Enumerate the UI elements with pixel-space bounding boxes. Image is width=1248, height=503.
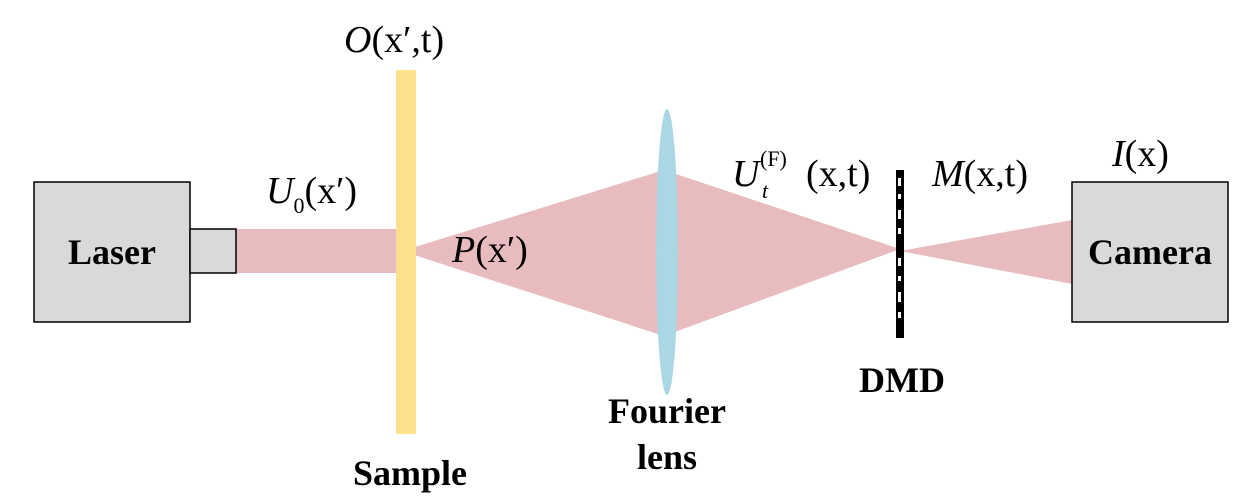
fourier-lens-label-line2: lens: [637, 437, 697, 477]
modulation-symbol: M: [931, 153, 966, 195]
input-beam-symbol: U: [266, 170, 296, 212]
propagated-field-args: (x′): [475, 229, 528, 271]
diverging-beam: [402, 170, 664, 336]
input-beam-args: (x′): [304, 170, 357, 212]
object-field-symbol: O: [344, 19, 371, 61]
laser-aperture: [189, 228, 237, 274]
object-field-label: O(x′,t): [344, 19, 444, 61]
laser-box: [33, 181, 191, 323]
propagated-field-symbol: P: [451, 229, 475, 271]
sample-slab: [396, 70, 416, 434]
camera-beam: [900, 220, 1072, 284]
intensity-label: I(x): [1111, 133, 1169, 175]
input-beam-subscript: 0: [293, 193, 304, 218]
fourier-field-args: (x,t): [806, 153, 870, 195]
camera-box: [1071, 181, 1229, 323]
modulation-label: M(x,t): [931, 153, 1028, 195]
collimated-beam: [236, 229, 402, 273]
fourier-field-label: U: [732, 153, 762, 195]
fourier-lens-label-line1: Fourier: [608, 391, 726, 431]
intensity-args: (x): [1125, 133, 1169, 175]
laser-label: Laser: [68, 232, 156, 272]
dmd-device: [896, 170, 904, 338]
converging-beam: [664, 170, 900, 336]
camera-label: Camera: [1088, 232, 1212, 272]
modulation-args: (x,t): [964, 153, 1028, 195]
dmd-label: DMD: [859, 360, 945, 400]
fourier-field-symbol: U: [732, 153, 762, 195]
sample-label: Sample: [353, 453, 467, 493]
propagated-field-label: P(x′): [451, 229, 528, 271]
object-field-args: (x′,t): [371, 19, 444, 61]
fourier-field-subscript: t: [762, 178, 769, 203]
fourier-lens: [656, 109, 678, 395]
intensity-symbol: I: [1111, 133, 1127, 175]
fourier-field-superscript: (F): [760, 146, 787, 171]
input-beam-label: U0(x′): [266, 170, 357, 218]
